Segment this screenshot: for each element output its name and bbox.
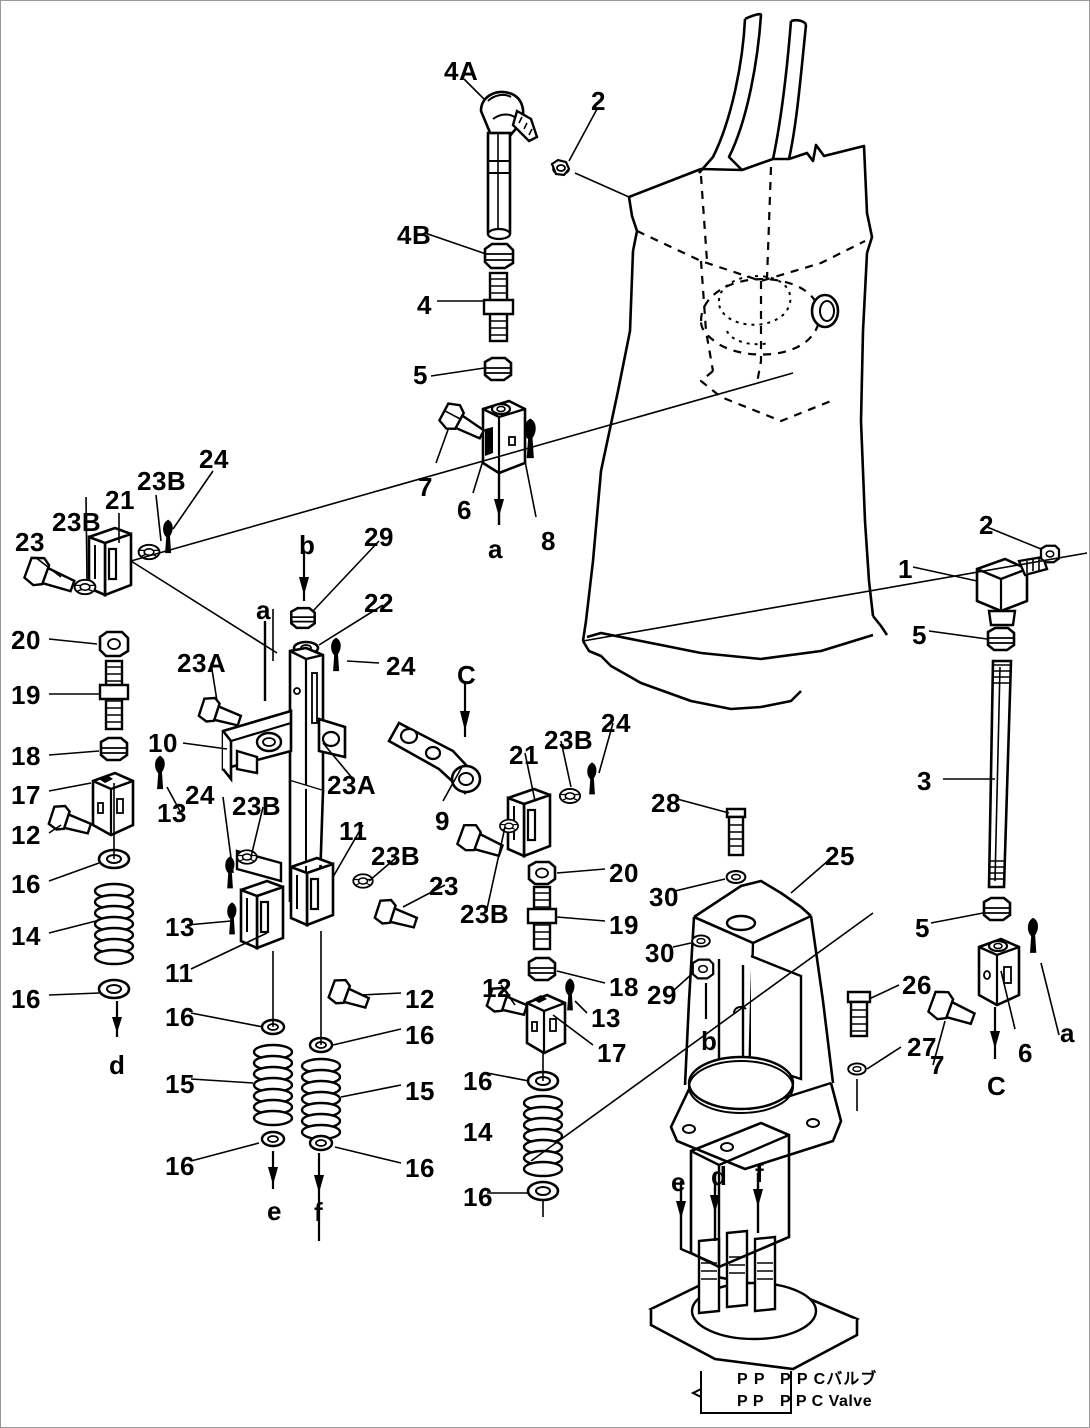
callout-18: 18 — [609, 972, 639, 1002]
callout-21: 21 — [509, 740, 539, 770]
callout-28: 28 — [651, 788, 681, 818]
callout-23b: 23B — [52, 507, 102, 537]
callout-14: 14 — [11, 921, 41, 951]
callout-19: 19 — [609, 910, 639, 940]
callout-30: 30 — [649, 882, 679, 912]
callout-24: 24 — [199, 444, 229, 474]
callout-23b: 23B — [137, 466, 187, 496]
callout-a: a — [488, 534, 503, 564]
callout-16: 16 — [165, 1002, 195, 1032]
callout-c: C — [457, 660, 477, 690]
callout-10: 10 — [148, 728, 178, 758]
callout-26: 26 — [902, 970, 932, 1000]
callout-22: 22 — [364, 588, 394, 618]
right-rod-assembly — [975, 544, 1061, 1059]
callout-11: 11 — [339, 816, 368, 846]
callout-20: 20 — [11, 625, 41, 655]
callout-9: 9 — [435, 806, 450, 836]
ppc-valve-port-label-english: P P — [737, 1393, 764, 1410]
left-column-assembly — [23, 519, 173, 1037]
callout-24: 24 — [386, 651, 416, 681]
callout-14: 14 — [463, 1117, 493, 1147]
callout-23b: 23B — [232, 791, 282, 821]
callout-30: 30 — [645, 938, 675, 968]
callout-13: 13 — [157, 798, 187, 828]
callout-16: 16 — [11, 984, 41, 1014]
callout-23: 23 — [15, 527, 45, 557]
callout-29: 29 — [364, 522, 394, 552]
callout-8: 8 — [541, 526, 556, 556]
callout-23b: 23B — [460, 899, 510, 929]
callout-18: 18 — [11, 741, 41, 771]
callout-e: e — [671, 1167, 686, 1197]
top-rod-assembly — [437, 90, 571, 525]
callout-16: 16 — [11, 869, 41, 899]
callout-21: 21 — [105, 485, 135, 515]
callout-24: 24 — [185, 780, 215, 810]
callout-d: d — [109, 1050, 126, 1080]
callout-13: 13 — [591, 1003, 621, 1033]
callout-6: 6 — [457, 495, 472, 525]
callout-20: 20 — [609, 858, 639, 888]
callout-c: C — [987, 1071, 1007, 1101]
callout-a: a — [1060, 1018, 1075, 1048]
callout-19: 19 — [11, 680, 41, 710]
callout-23a: 23A — [177, 648, 227, 678]
callout-7: 7 — [418, 472, 433, 502]
callout-15: 15 — [165, 1069, 195, 1099]
ppc-valve-label-japanese: P P Cバルブ — [780, 1371, 878, 1388]
callout-f: f — [755, 1158, 765, 1188]
callout-16: 16 — [463, 1066, 493, 1096]
callout-15: 15 — [405, 1076, 435, 1106]
console-cover-assembly — [581, 12, 889, 711]
callout-4b: 4B — [397, 220, 432, 250]
callout-23: 23 — [429, 871, 459, 901]
callout-23a: 23A — [327, 770, 377, 800]
callout-16: 16 — [405, 1020, 435, 1050]
callout-11: 11 — [165, 958, 194, 988]
callout-4a: 4A — [444, 56, 479, 86]
callout-5: 5 — [912, 620, 927, 650]
ppc-valve-port-label-japanese: P P — [737, 1371, 766, 1388]
callout-5: 5 — [915, 913, 930, 943]
callout-12: 12 — [11, 820, 41, 850]
callout-f: f — [314, 1197, 324, 1227]
callout-24: 24 — [601, 708, 631, 738]
callout-23b: 23B — [544, 725, 594, 755]
callout-d: d — [711, 1161, 728, 1191]
right-center-assembly — [455, 762, 597, 1217]
callout-16: 16 — [463, 1182, 493, 1212]
leader-lines-top — [424, 78, 630, 518]
callout-23b: 23B — [371, 841, 421, 871]
mount-bracket-assembly — [669, 807, 977, 1171]
callout-25: 25 — [825, 841, 855, 871]
callout-5: 5 — [413, 360, 428, 390]
callout-2: 2 — [591, 86, 606, 116]
callout-6: 6 — [1018, 1038, 1033, 1068]
callout-29: 29 — [647, 980, 677, 1010]
callout-e: e — [267, 1196, 282, 1226]
callout-12: 12 — [405, 984, 435, 1014]
callout-27: 27 — [907, 1032, 937, 1062]
callout-12: 12 — [482, 973, 512, 1003]
callout-17: 17 — [11, 780, 41, 810]
callout-13: 13 — [165, 912, 195, 942]
callout-a: a — [256, 595, 271, 625]
callout-7: 7 — [930, 1050, 945, 1080]
callout-17: 17 — [597, 1038, 627, 1068]
callout-2: 2 — [979, 510, 994, 540]
callout-4: 4 — [417, 290, 432, 320]
leader-lines — [34, 372, 1088, 1194]
callout-b: b — [299, 530, 316, 560]
callout-3: 3 — [917, 766, 932, 796]
ppc-valve-assembly — [648, 1121, 861, 1414]
callout-1: 1 — [898, 554, 913, 584]
callout-16: 16 — [405, 1153, 435, 1183]
ppc-valve-label-english: P P C Valve — [780, 1393, 873, 1410]
callout-b: b — [701, 1026, 718, 1056]
callout-16: 16 — [165, 1151, 195, 1181]
